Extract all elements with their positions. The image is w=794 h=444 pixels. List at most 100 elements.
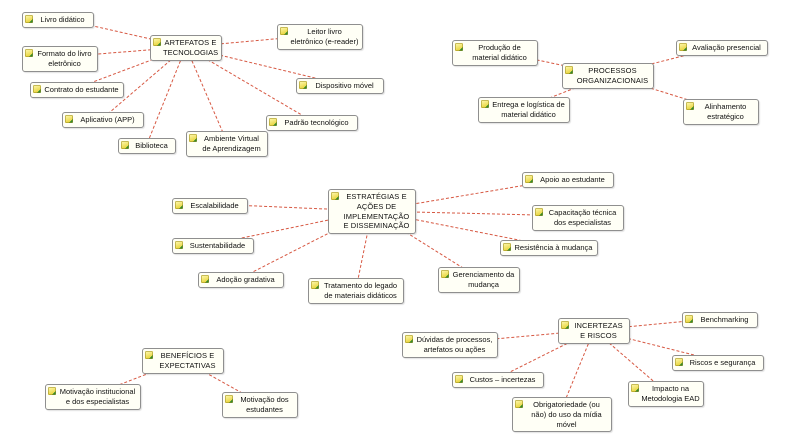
concept-label: Produção de material didático <box>472 43 527 62</box>
annotation-icon[interactable] <box>535 208 543 216</box>
annotation-icon[interactable] <box>65 115 73 123</box>
annotation-icon[interactable] <box>25 15 33 23</box>
concept-label: Alinhamento estratégico <box>704 102 747 121</box>
concept-label: Impacto na Metodologia EAD <box>641 384 700 403</box>
annotation-icon[interactable] <box>481 100 489 108</box>
annotation-icon[interactable] <box>565 66 573 74</box>
link-line <box>240 210 373 279</box>
concept-label: ESTRATÉGIAS E AÇÕES DE IMPLEMENTAÇÃO E D… <box>343 192 410 231</box>
node-producao-de-material-didatico[interactable]: Produção de material didático <box>452 40 538 66</box>
node-formato-do-livro-eletronico[interactable]: Formato do livro eletrônico <box>22 46 98 72</box>
concept-label: Formato do livro eletrônico <box>37 49 92 68</box>
node-dispositivo-movel[interactable]: Dispositivo móvel <box>296 78 384 94</box>
concept-label: Riscos e segurança <box>689 358 756 367</box>
node-riscos-e-seguranca[interactable]: Riscos e segurança <box>672 355 764 371</box>
node-custos-incertezas[interactable]: Custos – incertezas <box>452 372 544 388</box>
node-duvidas-de-processos[interactable]: Dúvidas de processos, artefatos ou ações <box>402 332 498 358</box>
annotation-icon[interactable] <box>175 201 183 209</box>
node-gerenciamento-da-mudanca[interactable]: Gerenciamento da mudança <box>438 267 520 293</box>
annotation-icon[interactable] <box>686 102 694 110</box>
node-adocao-gradativa[interactable]: Adoção gradativa <box>198 272 284 288</box>
node-sustentabilidade[interactable]: Sustentabilidade <box>172 238 254 254</box>
annotation-icon[interactable] <box>525 175 533 183</box>
node-contrato-do-estudante[interactable]: Contrato do estudante <box>30 82 124 98</box>
annotation-icon[interactable] <box>280 27 288 35</box>
annotation-icon[interactable] <box>679 43 687 51</box>
concept-label: Adoção gradativa <box>216 275 275 284</box>
concept-label: Motivação institucional e dos especialis… <box>59 387 136 406</box>
concept-label: Livro didático <box>40 15 85 24</box>
node-avaliacao-presencial[interactable]: Avaliação presencial <box>676 40 768 56</box>
node-tratamento-do-legado[interactable]: Tratamento do legado de materiais didáti… <box>308 278 404 304</box>
annotation-icon[interactable] <box>631 384 639 392</box>
node-motivacao-dos-estudantes[interactable]: Motivação dos estudantes <box>222 392 298 418</box>
annotation-icon[interactable] <box>145 351 153 359</box>
annotation-icon[interactable] <box>153 38 161 46</box>
node-leitor-livro-eletronico[interactable]: Leitor livro eletrônico (e-reader) <box>277 24 363 50</box>
concept-label: Resistência à mudança <box>514 243 593 252</box>
concept-label: Avaliação presencial <box>692 43 761 52</box>
concept-label: ARTEFATOS E TECNOLOGIAS <box>163 38 219 57</box>
annotation-icon[interactable] <box>441 270 449 278</box>
node-incertezas-e-riscos[interactable]: INCERTEZAS E RISCOS <box>558 318 630 344</box>
concept-label: Apoio ao estudante <box>540 175 605 184</box>
node-aplicativo-app[interactable]: Aplicativo (APP) <box>62 112 144 128</box>
annotation-icon[interactable] <box>189 134 197 142</box>
link-line <box>76 46 187 89</box>
concept-label: Gerenciamento da mudança <box>452 270 515 289</box>
concept-label: Custos – incertezas <box>469 375 536 384</box>
node-ambiente-virtual-de-aprendizagem[interactable]: Ambiente Virtual de Aprendizagem <box>186 131 268 157</box>
annotation-icon[interactable] <box>311 281 319 289</box>
node-entrega-e-logistica[interactable]: Entrega e logística de material didático <box>478 97 570 123</box>
annotation-icon[interactable] <box>405 335 413 343</box>
node-padrao-tecnologico[interactable]: Padrão tecnológico <box>266 115 358 131</box>
node-resistencia-a-mudanca[interactable]: Resistência à mudança <box>500 240 598 256</box>
annotation-icon[interactable] <box>269 118 277 126</box>
concept-label: Dúvidas de processos, artefatos ou ações <box>416 335 493 354</box>
concept-label: Padrão tecnológico <box>284 118 349 127</box>
annotation-icon[interactable] <box>503 243 511 251</box>
concept-label: PROCESSOS ORGANIZACIONAIS <box>576 66 649 85</box>
concept-label: Entrega e logística de material didático <box>492 100 565 119</box>
node-benchmarking[interactable]: Benchmarking <box>682 312 758 328</box>
annotation-icon[interactable] <box>675 358 683 366</box>
concept-label: Aplicativo (APP) <box>80 115 135 124</box>
concept-label: Capacitação técnica dos especialistas <box>548 208 617 227</box>
node-alinhamento-estrategico[interactable]: Alinhamento estratégico <box>683 99 759 125</box>
node-estrategias-e-acoes[interactable]: ESTRATÉGIAS E AÇÕES DE IMPLEMENTAÇÃO E D… <box>328 189 416 234</box>
annotation-icon[interactable] <box>455 375 463 383</box>
node-motivacao-institucional[interactable]: Motivação institucional e dos especialis… <box>45 384 141 410</box>
annotation-icon[interactable] <box>225 395 233 403</box>
annotation-icon[interactable] <box>685 315 693 323</box>
node-obrigatoriedade-midia-movel[interactable]: Obrigatoriedade (ou não) do uso da mídia… <box>512 397 612 433</box>
annotation-icon[interactable] <box>201 275 209 283</box>
annotation-icon[interactable] <box>331 192 339 200</box>
link-line <box>102 46 187 119</box>
annotation-icon[interactable] <box>561 321 569 329</box>
concept-label: Obrigatoriedade (ou não) do uso da mídia… <box>531 400 602 429</box>
concept-label: Dispositivo móvel <box>315 81 374 90</box>
annotation-icon[interactable] <box>33 85 41 93</box>
concept-label: Sustentabilidade <box>189 241 246 250</box>
node-impacto-metodologia-ead[interactable]: Impacto na Metodologia EAD <box>628 381 704 407</box>
node-apoio-ao-estudante[interactable]: Apoio ao estudante <box>522 172 614 188</box>
annotation-icon[interactable] <box>121 141 129 149</box>
node-capacitacao-tecnica[interactable]: Capacitação técnica dos especialistas <box>532 205 624 231</box>
annotation-icon[interactable] <box>175 241 183 249</box>
node-processos-organizacionais[interactable]: PROCESSOS ORGANIZACIONAIS <box>562 63 654 89</box>
node-beneficios-e-expectativas[interactable]: BENEFÍCIOS E EXPECTATIVAS <box>142 348 224 374</box>
node-biblioteca[interactable]: Biblioteca <box>118 138 176 154</box>
annotation-icon[interactable] <box>455 43 463 51</box>
annotation-icon[interactable] <box>299 81 307 89</box>
annotation-icon[interactable] <box>48 387 56 395</box>
link-line <box>355 210 373 290</box>
concept-label: Leitor livro eletrônico (e-reader) <box>290 27 359 46</box>
node-escalabilidade[interactable]: Escalabilidade <box>172 198 248 214</box>
link-line <box>185 46 313 122</box>
annotation-icon[interactable] <box>25 49 33 57</box>
node-livro-didatico[interactable]: Livro didático <box>22 12 94 28</box>
link-line <box>561 329 595 409</box>
annotation-icon[interactable] <box>515 400 523 408</box>
node-artefatos-e-tecnologias[interactable]: ARTEFATOS E TECNOLOGIAS <box>150 35 222 61</box>
